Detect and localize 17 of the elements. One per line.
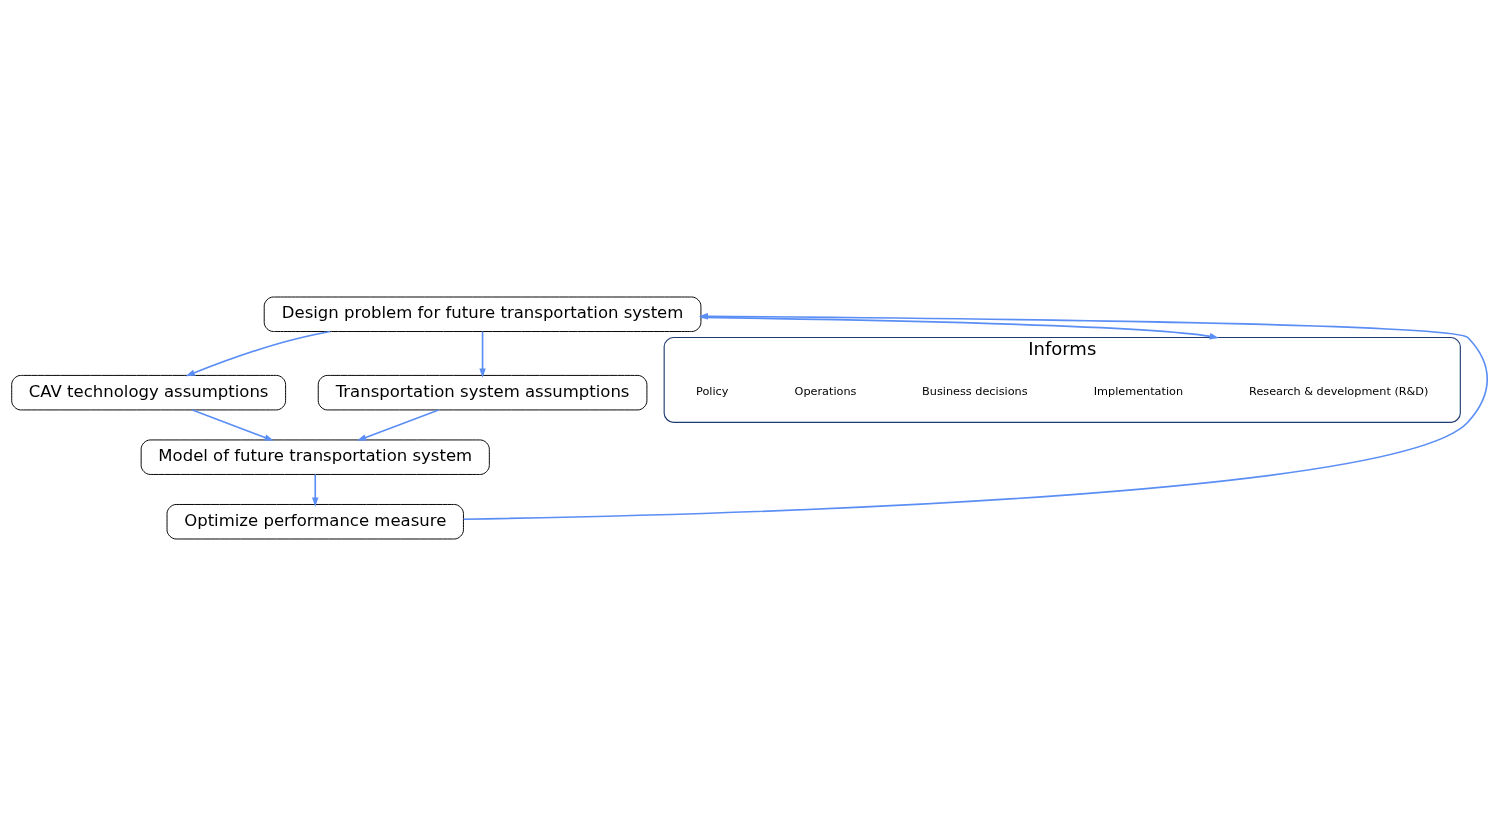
node-box: CAV technology assumptions [11,374,287,410]
node-text: Business decisions [922,384,1028,398]
node-box: Model of future transportation system [140,438,490,475]
node-text: Policy [696,384,729,398]
arrow [700,316,1219,339]
node-box: Optimize performance measure [166,503,464,539]
arrow [191,408,274,441]
arrow [185,330,332,376]
node-text: Research & development (R&D) [1249,384,1429,398]
node-text: Operations [794,384,857,398]
arrow [356,408,440,441]
node-text: Implementation [1093,384,1184,398]
arrow [462,312,1489,520]
arrow [479,330,486,378]
arrow [311,473,319,507]
node-box: Design problem for future transportation system [263,296,702,332]
node-box: Transportation system assumptions [317,374,648,410]
